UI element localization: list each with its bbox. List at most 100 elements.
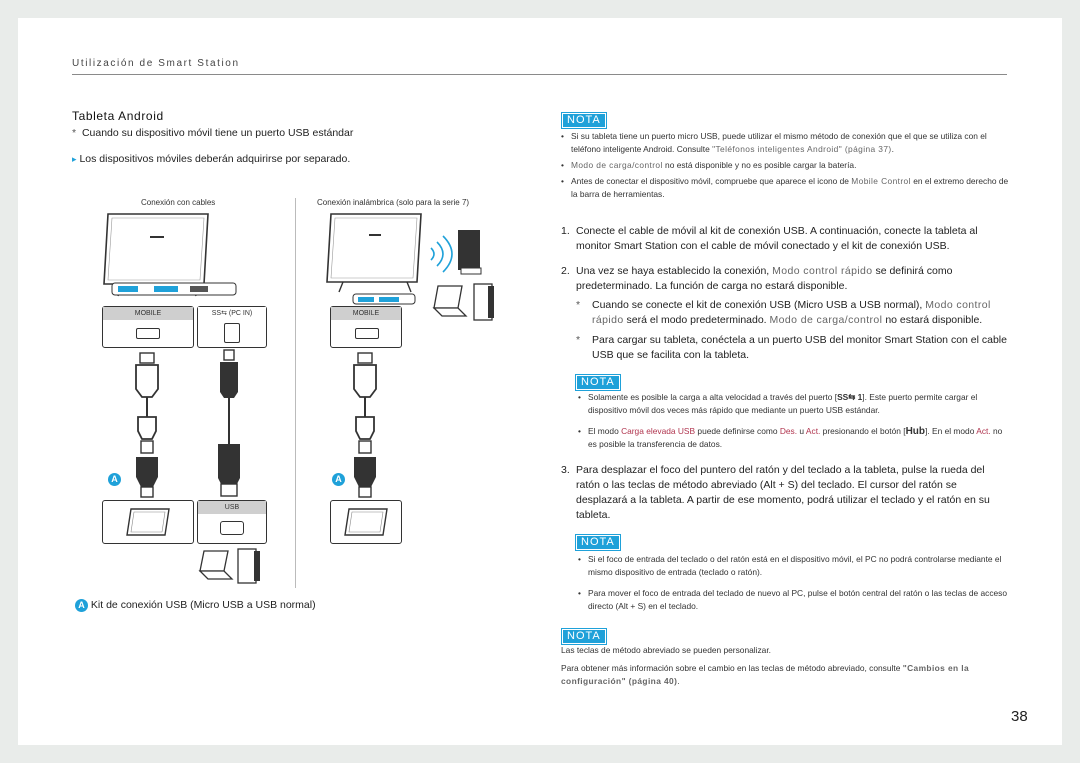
step-1-text: Conecte el cable de móvil al kit de cone… (576, 225, 978, 252)
nota-label-4: NOTA (561, 626, 607, 645)
nota-2-text: NOTA (575, 374, 621, 391)
nota-1-item-3-end: en el extremo derecho de la barra de her… (571, 176, 1009, 199)
nota-1-item-1-end: . (891, 144, 894, 154)
nota-2-item-2-text: El modo (588, 426, 622, 436)
reference-quick-control-2: Modo control rápido (592, 299, 991, 326)
step-2-subnote-1-end: no estará disponible. (882, 314, 983, 326)
nota-2-item-2-mode: ]. En el modo (925, 426, 977, 436)
badge-a-wireless: A (332, 469, 345, 487)
usb-port-box: USB (197, 500, 267, 544)
asterisk-icon: * (576, 334, 581, 346)
reference-charge-mode: Modo de carga/control (571, 160, 663, 170)
mobile-port-label-wireless: MOBILE (331, 307, 401, 320)
step-2-text: Una vez se haya establecido la conexión, (576, 265, 773, 277)
usb-a-port-icon (220, 521, 244, 535)
nota-1-item-3: Antes de conectar el dispositivo móvil, … (561, 175, 1009, 201)
page-number: 38 (1011, 708, 1028, 725)
nota-2-item-1-end: ]. Este puerto permite cargar el disposi… (588, 392, 978, 415)
micro-usb-cable-illustration (135, 352, 159, 498)
pc-in-text: PC IN (231, 310, 250, 317)
ports-strip-wired (111, 282, 237, 296)
note-devices-separately: ▸ Los dispositivos móviles deberán adqui… (72, 152, 492, 167)
ss-usb-icon: SS⇆ (211, 310, 227, 317)
micro-usb-port-icon (136, 328, 160, 339)
step-1-number: 1. (561, 225, 570, 237)
mobile-port-box-wireless: MOBILE (330, 306, 402, 348)
mobile-port-label: MOBILE (103, 307, 193, 320)
note-devices-text: Los dispositivos móviles deberán adquiri… (79, 153, 351, 165)
micro-usb-port-icon-wireless (355, 328, 379, 339)
nota-label-1: NOTA (561, 110, 607, 129)
hub-button-icon: Hub (905, 426, 926, 437)
nota-4-paragraph-1: Las teclas de método abreviado se pueden… (561, 645, 771, 655)
note-standard-usb-text: Cuando su dispositivo móvil tiene un pue… (81, 127, 354, 139)
step-1: 1. Conecte el cable de móvil al kit de c… (561, 224, 1011, 254)
nota-3-text: NOTA (575, 534, 621, 551)
pc-in-port-label: SS⇆ (PC IN) (198, 307, 266, 320)
reference-mobile-control: Mobile Control (851, 176, 911, 186)
section-header: Utilización de Smart Station (72, 58, 240, 69)
nota-3-item-1: Si el foco de entrada del teclado o del … (578, 553, 1010, 579)
nota-3-item-2: Para mover el foco de entrada del teclad… (578, 587, 1010, 613)
micro-usb-cable-illustration-wireless (353, 352, 377, 498)
nota-4-text: NOTA (561, 628, 607, 645)
reference-quick-control: Modo control rápido (772, 265, 873, 277)
tablet-icon (126, 508, 170, 536)
badge-a-letter: A (108, 473, 121, 486)
nota-1-text: NOTA (561, 112, 607, 129)
mobile-port-box: MOBILE (102, 306, 194, 348)
step-2: 2. Una vez se haya establecido la conexi… (561, 264, 1011, 294)
nota-1-item-1-text: Si su tableta tiene un puerto micro USB,… (571, 131, 987, 154)
reference-settings-change: "Cambios en la configuración" (página 40… (561, 663, 970, 686)
reference-on: Act. (805, 426, 821, 436)
header-divider (72, 74, 1007, 75)
manual-page: Utilización de Smart Station Tableta And… (18, 18, 1062, 745)
usb-b-port-icon (224, 323, 240, 343)
section-title: Tableta Android (72, 109, 164, 123)
ss-usb-port-icon: SS⇆ 1 (837, 392, 863, 402)
step-3-number: 3. (561, 464, 570, 476)
reference-charge-mode-2: Modo de carga/control (769, 314, 883, 326)
nota-4-paragraph-2-text: Para obtener más información sobre el ca… (561, 663, 903, 673)
nota-label-2: NOTA (575, 372, 621, 391)
nota-1-item-2-text: no está disponible y no es posible carga… (662, 160, 857, 170)
nota-4-paragraph-2-end: . (677, 676, 680, 686)
usb-port-label: USB (198, 501, 266, 514)
asterisk-icon: * (576, 299, 581, 311)
step-2-subnote-1: * Cuando se conecte el kit de conexión U… (576, 298, 1010, 328)
legend-text: Kit de conexión USB (Micro USB a USB nor… (90, 599, 316, 611)
tablet-box-wired (102, 500, 194, 544)
reference-off: Des. (779, 426, 798, 436)
laptop-pc-illustration-wireless (432, 283, 494, 321)
reference-on-2: Act. (976, 426, 991, 436)
nota-2-item-1-text: Solamente es posible la carga a alta vel… (588, 392, 838, 402)
pc-in-port-box: SS⇆ (PC IN) (197, 306, 267, 348)
step-3: 3. Para desplazar el foco del puntero de… (561, 463, 1011, 523)
note-standard-usb: * Cuando su dispositivo móvil tiene un p… (72, 126, 492, 141)
diagram-divider (295, 198, 296, 588)
badge-a-wired: A (108, 469, 121, 487)
nota-1-list: Si su tableta tiene un puerto micro USB,… (561, 130, 1009, 201)
wireless-connection-label: Conexión inalámbrica (solo para la serie… (317, 198, 470, 207)
nota-2-item-2: El modo Carga elevada USB puede definirs… (578, 425, 1010, 451)
nota-1-item-1: Si su tableta tiene un puerto micro USB,… (561, 130, 1009, 156)
monitor-illustration-wireless (326, 213, 482, 305)
nota-1-item-2: Modo de carga/control no está disponible… (561, 159, 1009, 172)
legend-badge-a: A (75, 599, 88, 612)
nota-2-item-2-end: no es posible la transferencia de datos. (588, 426, 1003, 449)
nota-4-paragraph-2: Para obtener más información sobre el ca… (561, 662, 1011, 688)
double-chevron-icon: ▸ (72, 154, 77, 164)
nota-2-item-1: Solamente es posible la carga a alta vel… (578, 391, 1010, 417)
nota-2-item-2-mid: puede definirse como (695, 426, 780, 436)
tablet-box-wireless (330, 500, 402, 544)
nota-1-item-3-text: Antes de conectar el dispositivo móvil, … (571, 176, 852, 186)
step-2-subnote-1-mid: será el modo predeterminado. (623, 314, 770, 326)
nota-2-item-2-press: presionando el botón [ (820, 426, 906, 436)
tablet-icon-wireless (344, 508, 388, 536)
step-2-subnote-2-text: Para cargar su tableta, conéctela a un p… (592, 334, 1007, 361)
nota-label-3: NOTA (575, 532, 621, 551)
nota-3-list: Si el foco de entrada del teclado o del … (578, 553, 1010, 613)
nota-2-list: Solamente es posible la carga a alta vel… (578, 391, 1010, 451)
wired-connection-label: Conexión con cables (141, 198, 216, 207)
asterisk-icon: * (72, 127, 77, 139)
